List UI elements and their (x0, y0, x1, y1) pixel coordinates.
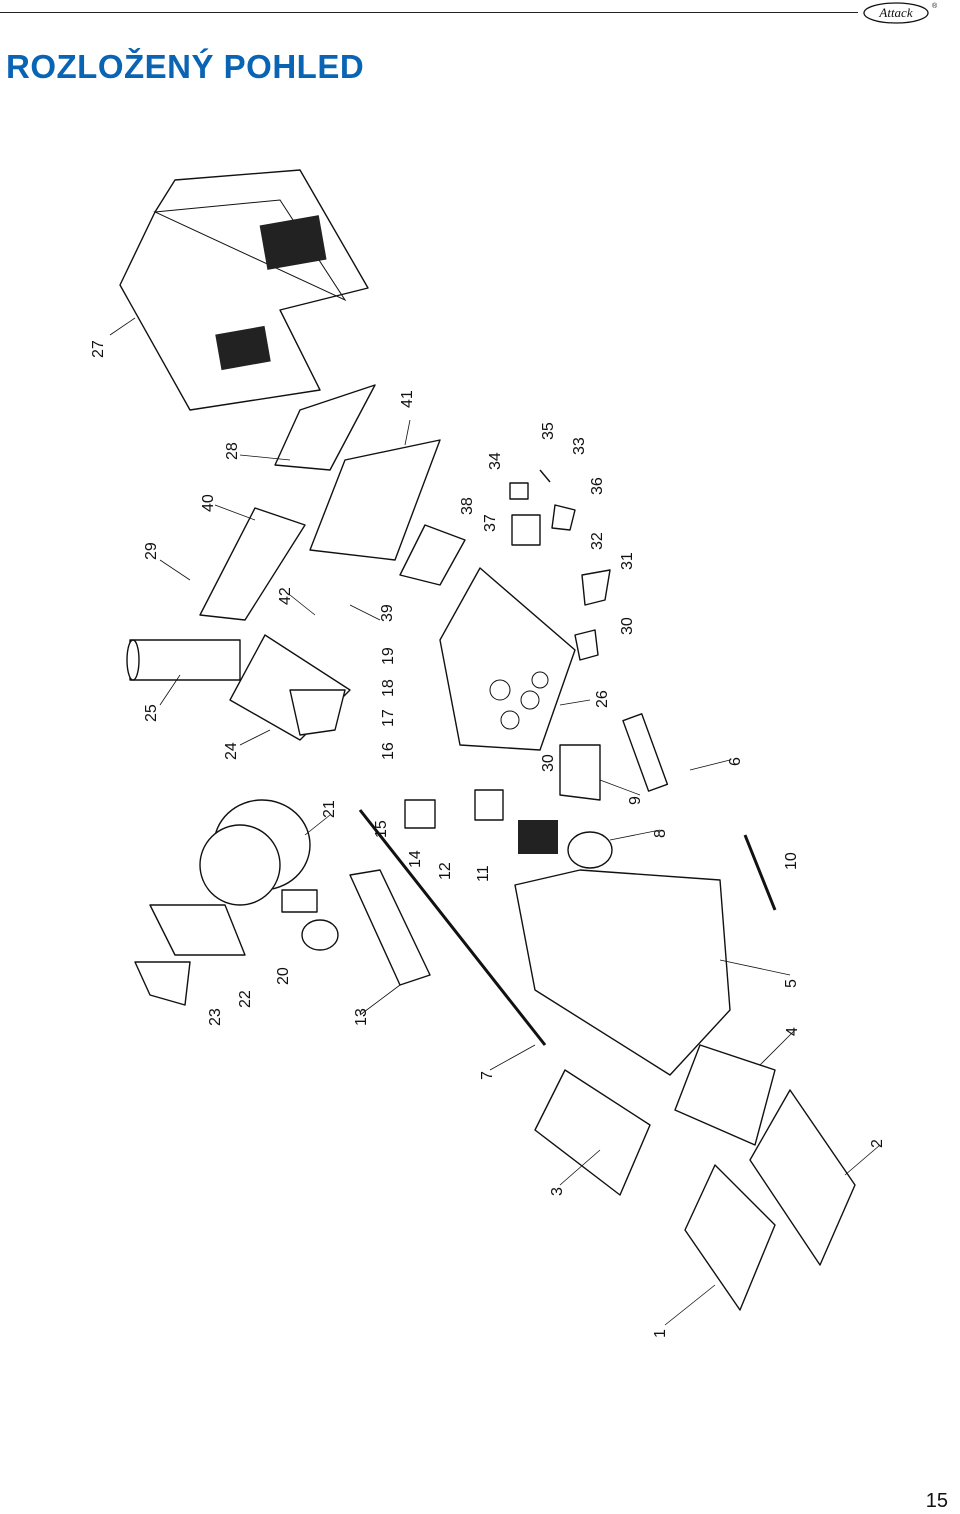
callout-13: 13 (353, 1008, 370, 1026)
callout-5: 5 (783, 979, 800, 988)
callout-15: 15 (373, 820, 390, 838)
callout-20: 20 (275, 967, 292, 985)
callout-10: 10 (783, 852, 800, 870)
callout-8: 8 (652, 829, 669, 838)
callout-22: 22 (237, 990, 254, 1008)
callout-39: 39 (379, 604, 396, 622)
callout-27: 27 (90, 340, 107, 358)
part-cover-23 (134, 961, 191, 1006)
part-10 (743, 834, 777, 911)
callout-35: 35 (540, 422, 557, 440)
callout-18: 18 (380, 679, 397, 697)
callout-11: 11 (475, 865, 492, 882)
callout-16: 16 (380, 742, 397, 760)
part-37 (511, 514, 541, 546)
callout-37: 37 (482, 514, 499, 532)
part-14 (404, 799, 436, 829)
part-frame-5 (514, 869, 731, 1076)
callout-42: 42 (277, 587, 294, 605)
svg-text:Attack: Attack (878, 5, 912, 20)
part-6 (622, 713, 669, 792)
callout-2: 2 (869, 1139, 886, 1148)
part-9 (559, 744, 601, 801)
part-2 (749, 1089, 856, 1266)
callout-3: 3 (549, 1187, 566, 1196)
header-rule (0, 12, 858, 13)
callout-28: 28 (224, 442, 241, 460)
callout-9: 9 (627, 796, 644, 805)
callout-33: 33 (571, 437, 588, 455)
part-3 (534, 1069, 651, 1196)
callout-34: 34 (487, 452, 504, 470)
part-30-a (574, 629, 599, 661)
callout-4: 4 (784, 1027, 801, 1036)
callout-26: 26 (594, 690, 611, 708)
part-31 (581, 569, 611, 606)
callout-31: 31 (619, 552, 636, 570)
callout-32: 32 (589, 532, 606, 550)
part-ring-20 (301, 919, 339, 951)
part-plate-28 (274, 384, 376, 471)
callout-30-top: 30 (619, 617, 636, 635)
callout-17: 17 (380, 709, 397, 727)
callout-24: 24 (223, 742, 240, 760)
part-flange-22 (149, 904, 246, 956)
callout-38: 38 (459, 497, 476, 515)
part-4 (674, 1044, 776, 1146)
part-12 (474, 789, 504, 821)
part-11 (518, 820, 558, 854)
part-tube (126, 634, 351, 741)
part-bracket-40 (199, 507, 306, 621)
callout-12: 12 (437, 862, 454, 880)
part-13 (349, 869, 431, 986)
callout-1: 1 (652, 1329, 669, 1338)
callout-25: 25 (143, 704, 160, 722)
callout-19: 19 (380, 647, 397, 665)
callout-6: 6 (727, 757, 744, 766)
callout-21: 21 (321, 800, 338, 818)
leader-lines (109, 317, 881, 1326)
callout-23: 23 (207, 1008, 224, 1026)
part-box-38 (399, 524, 466, 586)
callout-40: 40 (200, 494, 217, 512)
callout-29: 29 (143, 542, 160, 560)
part-rod-7 (358, 809, 547, 1046)
part-1 (684, 1164, 776, 1311)
part-35 (539, 469, 551, 483)
part-housing (439, 567, 576, 751)
part-bracket-41 (309, 439, 441, 561)
callout-36: 36 (589, 477, 606, 495)
callout-41: 41 (399, 390, 416, 408)
page-number: 15 (925, 1490, 948, 1512)
callout-14: 14 (407, 850, 424, 868)
part-cover (119, 169, 369, 411)
page-title: ROZLOŽENÝ POHLED (6, 48, 365, 85)
svg-text:®: ® (932, 2, 938, 10)
part-fan (199, 799, 318, 913)
callout-7: 7 (479, 1071, 496, 1080)
part-8 (567, 831, 613, 869)
attack-logo: Attack ® (863, 2, 938, 24)
callout-30-mid: 30 (540, 754, 557, 772)
part-33 (551, 504, 576, 531)
part-34 (509, 482, 529, 500)
